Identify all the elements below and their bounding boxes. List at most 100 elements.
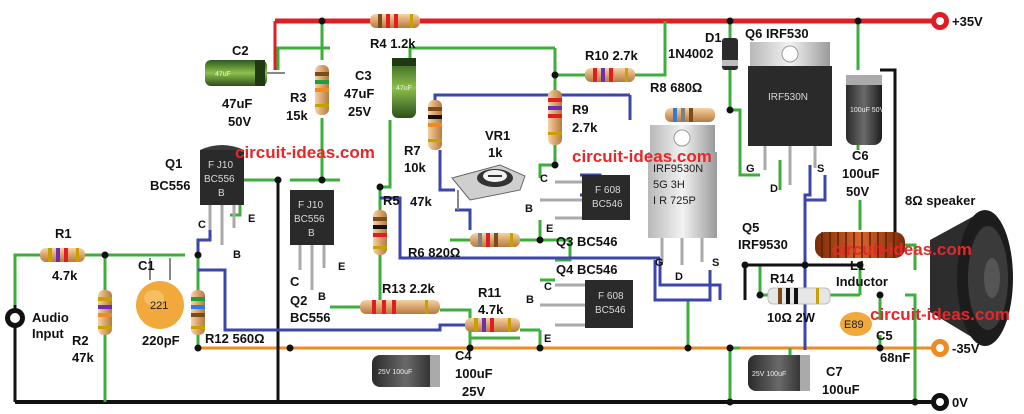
r4-name: R4 1.2k <box>370 36 416 51</box>
c6-marking: 100uF 50V <box>850 107 885 114</box>
q1-pin-b: B <box>233 249 241 261</box>
c1-marking: 221 <box>150 300 168 312</box>
c3-value1: 47uF <box>344 86 374 101</box>
q3-pin-c: C <box>540 173 548 185</box>
q5-marking3: I R 725P <box>653 195 696 207</box>
transistor-q5: IRF9530N 5G 3H I R 725P <box>648 125 717 265</box>
q4-name: Q4 BC546 <box>556 262 617 277</box>
r9-value: 2.7k <box>572 120 598 135</box>
q1-marking1: F J10 <box>208 160 233 171</box>
resistor-r4 <box>370 14 420 28</box>
speaker-icon <box>930 210 1013 346</box>
ground-terminal-icon[interactable] <box>931 393 949 411</box>
d1-name: D1 <box>705 30 722 45</box>
q5-pin-g: G <box>655 257 664 269</box>
plus-rail-terminal-icon[interactable] <box>931 12 949 30</box>
audio-input-jack-icon[interactable] <box>5 308 25 328</box>
r13-name: R13 2.2k <box>382 281 436 296</box>
c6-value1: 100uF <box>842 166 880 181</box>
diode-d1 <box>722 38 738 70</box>
r6-name: R6 820Ω <box>408 245 460 260</box>
resistor-r9 <box>548 90 562 145</box>
q2-marking3: B <box>308 228 315 239</box>
q1-pin-c: C <box>198 219 206 231</box>
r3-name: R3 <box>290 90 307 105</box>
q3-marking2: BC546 <box>592 199 623 210</box>
capacitor-c6: 100uF 50V <box>846 75 885 145</box>
watermark-1: circuit-ideas.com <box>235 143 375 162</box>
resistor-r2 <box>98 290 112 335</box>
watermark-2: circuit-ideas.com <box>572 147 712 166</box>
q2-marking1: F J10 <box>298 200 323 211</box>
resistor-r10 <box>585 68 635 82</box>
resistor-r12 <box>191 290 205 335</box>
r14-name: R14 <box>770 271 795 286</box>
transistor-q1: F J10 BC556 B <box>200 145 244 245</box>
r8-name: R8 680Ω <box>650 80 702 95</box>
c5-name: C5 <box>876 328 893 343</box>
c5-value: 68nF <box>880 350 910 365</box>
q3-pin-e: E <box>546 223 553 235</box>
c6-value2: 50V <box>846 184 869 199</box>
q6-pin-d: D <box>770 183 778 195</box>
transistor-q3: F 608 BC546 <box>540 175 630 220</box>
r9-name: R9 <box>572 102 589 117</box>
q2-pin-c-label: C <box>290 274 300 289</box>
resistor-r1 <box>40 248 85 262</box>
c2-value2: 50V <box>228 114 251 129</box>
d1-part: 1N4002 <box>668 46 714 61</box>
junction-dots <box>101 17 919 406</box>
capacitor-c2: 47uF <box>205 60 285 86</box>
r1-value: 4.7k <box>52 268 78 283</box>
c3-name: C3 <box>355 68 372 83</box>
vr1-name: VR1 <box>485 128 510 143</box>
r3-value: 15k <box>286 108 308 123</box>
r7-value: 10k <box>404 160 426 175</box>
resistor-r7 <box>428 100 442 150</box>
plus-rail-label: +35V <box>952 14 983 29</box>
q2-pin-e: E <box>338 261 345 273</box>
l1-name: L1 <box>850 258 865 273</box>
r2-value: 47k <box>72 350 94 365</box>
c4-value2: 25V <box>462 384 485 399</box>
watermark-4: circuit-ideas.com <box>870 305 1010 324</box>
c7-value: 100uF <box>822 382 860 397</box>
c7-marking: 25V 100uF <box>752 371 786 378</box>
vr1-extra: 47k <box>410 194 432 209</box>
c1-value: 220pF <box>142 333 180 348</box>
q5-pin-d: D <box>675 271 683 283</box>
q2-pin-b: B <box>318 291 326 303</box>
q1-pin-e: E <box>248 213 255 225</box>
vr1-value: 1k <box>488 145 503 160</box>
minus-rail-terminal-icon[interactable] <box>931 339 949 357</box>
q5-name: Q5 <box>742 220 759 235</box>
q2-part: BC556 <box>290 310 330 325</box>
transistor-q6: IRF530N <box>748 42 832 185</box>
potentiometer-vr1[interactable] <box>451 164 526 210</box>
inductor-l1 <box>815 232 905 258</box>
l1-label: Inductor <box>836 274 888 289</box>
c5-marking: E89 <box>844 319 864 331</box>
capacitor-c1: 221 <box>136 258 184 329</box>
q4-marking2: BC546 <box>595 305 626 316</box>
q4-marking1: F 608 <box>598 291 624 302</box>
q6-marking1: IRF530N <box>768 92 808 103</box>
q1-name: Q1 <box>165 156 182 171</box>
q1-marking2: BC556 <box>204 174 235 185</box>
q2-name: Q2 <box>290 293 307 308</box>
speaker-label: 8Ω speaker <box>905 193 975 208</box>
r1-name: R1 <box>55 226 72 241</box>
r2-name: R2 <box>72 333 89 348</box>
q3-name: Q3 BC546 <box>556 234 617 249</box>
q4-pin-c: C <box>544 281 552 293</box>
transistor-q4: F 608 BC546 <box>540 280 633 328</box>
q2-marking2: BC556 <box>294 214 325 225</box>
resistor-r11 <box>465 318 520 332</box>
c3-marking: 47uF <box>396 85 412 92</box>
capacitor-c4: 25V 100uF <box>372 355 440 387</box>
c6-name: C6 <box>852 148 869 163</box>
minus-rail-label: -35V <box>952 341 980 356</box>
q5-marking1: IRF9530N <box>653 163 703 175</box>
c1-name: C1 <box>138 258 155 273</box>
c3-value2: 25V <box>348 104 371 119</box>
